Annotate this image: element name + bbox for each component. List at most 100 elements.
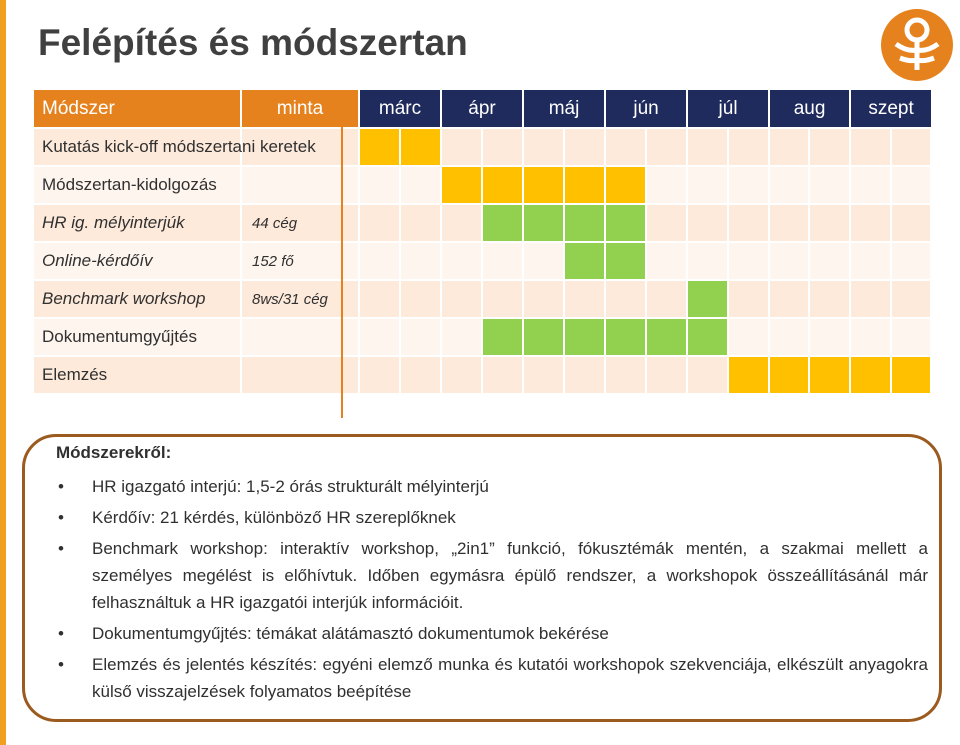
gantt-cell (481, 241, 525, 281)
gantt-cell-yellow (440, 165, 484, 205)
gantt-cell (398, 203, 443, 243)
gantt-cell (358, 241, 401, 281)
gantt-cell-green (481, 203, 525, 243)
gantt-cell (398, 241, 443, 281)
header-month: máj (522, 90, 606, 128)
gantt-cell (645, 355, 689, 395)
gantt-cell (768, 241, 811, 281)
gantt-cell-green (522, 317, 566, 357)
table-row: Elemzés (32, 355, 933, 395)
gantt-cell (398, 279, 443, 319)
gantt-cell (686, 355, 730, 395)
gantt-cell (440, 355, 484, 395)
gantt-cell (727, 317, 771, 357)
gantt-cell (358, 203, 401, 243)
header-month: ápr (440, 90, 524, 128)
gantt-cell-yellow (522, 165, 566, 205)
bullet-icon: • (58, 539, 64, 558)
gantt-cell (727, 279, 771, 319)
bullet-icon: • (58, 624, 64, 643)
gantt-cell (398, 165, 443, 205)
gantt-cell (522, 127, 566, 167)
gantt-cell (522, 241, 566, 281)
gantt-cell (808, 127, 852, 167)
gantt-cell (358, 165, 401, 205)
gantt-cell (890, 203, 933, 243)
gantt-cell (645, 127, 689, 167)
gantt-cell (398, 317, 443, 357)
list-item: •Kérdőív: 21 kérdés, különböző HR szerep… (58, 504, 928, 531)
gantt-cell (604, 127, 648, 167)
header-sample: minta (240, 90, 359, 128)
gantt-cell-green (604, 317, 648, 357)
row-label: Dokumentumgyűjtés (32, 317, 242, 357)
list-item: •Benchmark workshop: interaktív workshop… (58, 535, 928, 616)
row-sample: 152 fő (240, 241, 360, 281)
list-item: •Elemzés és jelentés készítés: egyéni el… (58, 651, 928, 705)
gantt-cell (727, 241, 771, 281)
gantt-cell (727, 203, 771, 243)
row-label: Benchmark workshop (32, 279, 242, 319)
gantt-cell (522, 279, 566, 319)
today-marker-line (341, 127, 343, 418)
gantt-cell (768, 127, 811, 167)
gantt-cell (398, 355, 443, 395)
row-sample (240, 165, 360, 205)
gantt-cell-yellow (849, 355, 893, 395)
gantt-cell (808, 279, 852, 319)
gantt-cell (727, 127, 771, 167)
gantt-cell (563, 127, 607, 167)
gantt-cell (481, 127, 525, 167)
gantt-cell (768, 165, 811, 205)
gantt-cell (440, 241, 484, 281)
gantt-cell-green (563, 241, 607, 281)
gantt-cell (522, 355, 566, 395)
gantt-cell (849, 203, 893, 243)
methods-box (22, 434, 942, 722)
row-label: Módszertan-kidolgozás (32, 165, 242, 205)
gantt-cell-yellow (563, 165, 607, 205)
gantt-cell (808, 241, 852, 281)
gantt-cell (440, 127, 484, 167)
gantt-cell (808, 317, 852, 357)
gantt-cell (890, 241, 933, 281)
gantt-cell-green (604, 241, 648, 281)
list-item: •HR igazgató interjú: 1,5-2 órás struktu… (58, 473, 928, 500)
bullet-icon: • (58, 655, 64, 674)
gantt-cell (849, 317, 893, 357)
gantt-cell-green (563, 203, 607, 243)
gantt-cell (440, 203, 484, 243)
gantt-cell-yellow (727, 355, 771, 395)
gantt-cell (358, 279, 401, 319)
row-label: Elemzés (32, 355, 242, 395)
gantt-cell (768, 317, 811, 357)
table-row: Módszertan-kidolgozás (32, 165, 933, 205)
methods-title: Módszerekről: (56, 443, 172, 462)
header-month: aug (768, 90, 851, 128)
gantt-cell-yellow (768, 355, 811, 395)
row-sample (240, 127, 360, 167)
gantt-cell (768, 279, 811, 319)
header-month: szept (849, 90, 932, 128)
row-sample: 44 cég (240, 203, 360, 243)
gantt-cell (768, 203, 811, 243)
table-row: Dokumentumgyűjtés (32, 317, 933, 357)
gantt-cell (808, 165, 852, 205)
gantt-cell (604, 279, 648, 319)
header-month: márc (357, 90, 442, 128)
row-label: Online-kérdőív (32, 241, 242, 281)
row-sample (240, 355, 360, 395)
gantt-cell (645, 165, 689, 205)
gantt-cell-yellow (604, 165, 648, 205)
gantt-cell (686, 127, 730, 167)
header-month: jún (604, 90, 688, 128)
gantt-cell-green (522, 203, 566, 243)
gantt-cell (481, 355, 525, 395)
logo-icon (881, 9, 953, 81)
gantt-cell-yellow (890, 355, 933, 395)
page-title: Felépítés és módszertan (38, 22, 468, 63)
header-method: Módszer (32, 90, 241, 128)
